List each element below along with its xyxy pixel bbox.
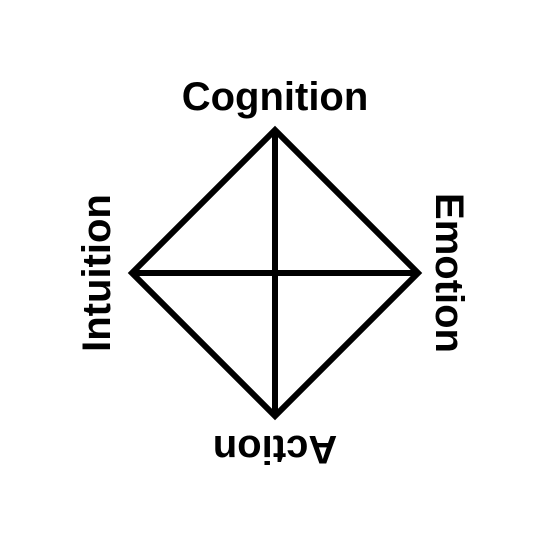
label-action: Action xyxy=(212,427,338,471)
label-cognition: Cognition xyxy=(181,75,369,119)
label-emotion: Emotion xyxy=(427,193,471,353)
label-intuition: Intuition xyxy=(75,194,119,352)
